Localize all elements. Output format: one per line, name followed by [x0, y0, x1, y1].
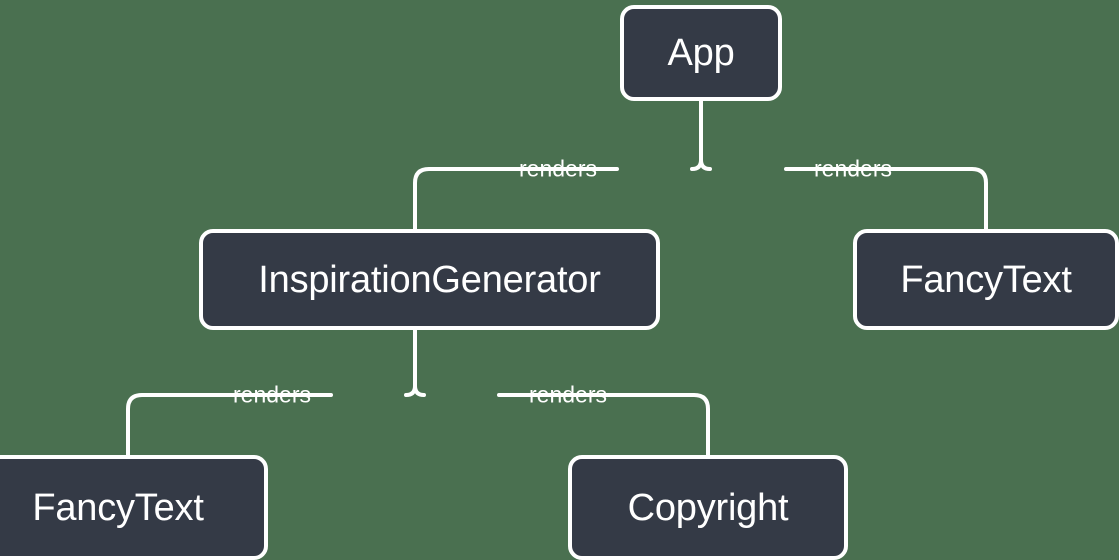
node-fancytext-bottom-label: FancyText: [32, 486, 204, 529]
node-fancytext-right[interactable]: FancyText: [853, 229, 1119, 330]
edge-label-app-to-fancytext-right: renders: [814, 155, 892, 182]
edge-inspirationgenerator-to-fancytext-bottom: [126, 393, 333, 457]
node-copyright[interactable]: Copyright: [568, 455, 848, 560]
node-inspiration-generator-label: InspirationGenerator: [258, 258, 601, 301]
node-copyright-label: Copyright: [627, 486, 789, 529]
edge-label-inspiration-generator-to-fancytext-bottom: renders: [233, 381, 311, 408]
node-fancytext-right-label: FancyText: [900, 258, 1072, 301]
edge-label-app-to-inspiration-generator: renders: [519, 155, 597, 182]
node-app[interactable]: App: [620, 5, 782, 101]
node-fancytext-bottom[interactable]: FancyText: [0, 455, 268, 560]
edge-app-to-fancytext-right: [784, 167, 988, 231]
edge-inspirationgenerator-stem-left: [404, 384, 417, 397]
node-app-label: App: [667, 32, 735, 74]
node-inspiration-generator[interactable]: InspirationGenerator: [199, 229, 660, 330]
edge-label-inspiration-generator-to-copyright: renders: [529, 381, 607, 408]
edge-app-to-inspirationgenerator: [413, 167, 619, 231]
edge-inspirationgenerator-to-copyright: [497, 393, 710, 457]
edge-app-stem-left: [690, 158, 703, 171]
